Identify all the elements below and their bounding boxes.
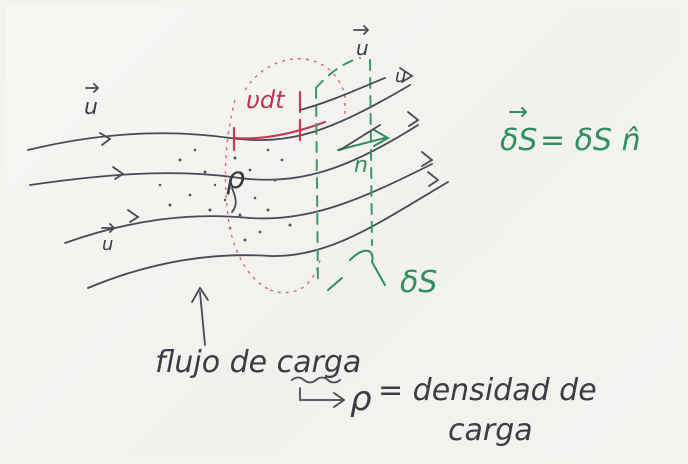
streamline-1: [27, 84, 411, 151]
vdt-label: υdt: [246, 86, 286, 114]
region-outline: [244, 58, 346, 115]
area-indicator: [349, 249, 386, 286]
area-indicator-left: [327, 277, 343, 291]
streamline-arrow-7: [427, 171, 440, 187]
density-arrow-symbol: ρ: [350, 379, 372, 419]
rho-pointer: [231, 187, 237, 213]
surface-left-dashed: [315, 87, 319, 286]
area-equation-lhs: δS: [500, 123, 537, 158]
vdt-segment: [232, 90, 327, 152]
surface-top-link: [315, 57, 361, 89]
region-boundary: [224, 58, 346, 294]
normal-label: n: [354, 153, 368, 178]
paper-background: [6, 6, 682, 458]
vector-hats: [85, 25, 528, 233]
surface-right-dashed: [369, 59, 373, 246]
density-definition-line2: carga: [448, 413, 533, 448]
region-outline-left: [224, 99, 271, 291]
normal-vector: [337, 137, 386, 151]
density-definition-line1: = densidad de: [378, 373, 597, 408]
streamline-arrow-6: [421, 151, 434, 167]
area-element-label: δS: [400, 265, 437, 300]
density-arrow: [299, 387, 346, 408]
region-outline-lower: [269, 259, 321, 294]
velocity-label-top: u: [356, 36, 369, 60]
streamline-arrow-5: [407, 111, 420, 127]
streamline-2: [29, 124, 419, 186]
surface-velocity-arrows: [299, 77, 386, 151]
streamline-arrow-3: [127, 209, 140, 223]
carga-squiggle: [291, 376, 341, 384]
streamline-arrow-4: [399, 67, 414, 83]
velocity-label-left: u: [84, 95, 98, 120]
flux-caption: flujo de carga: [155, 345, 361, 380]
charge-dots: [158, 148, 292, 242]
velocity-arrow-lower: [339, 124, 381, 151]
normal-vector-head: [373, 129, 391, 147]
surface-elements: [315, 57, 391, 291]
density-symbol: ρ: [226, 161, 245, 196]
streamlines: [27, 67, 449, 289]
velocity-arrow-upper: [299, 77, 386, 111]
velocity-label-lower-left: u: [102, 234, 113, 255]
velocity-label-top-right: u: [395, 66, 406, 87]
streamline-arrow-2: [112, 166, 125, 180]
streamline-arrow-1: [99, 132, 112, 146]
area-equation-rhs: = δS n̂: [540, 123, 641, 158]
caption-pointer: [191, 286, 209, 346]
vdt-line: [232, 120, 327, 140]
streamline-4: [87, 181, 449, 289]
